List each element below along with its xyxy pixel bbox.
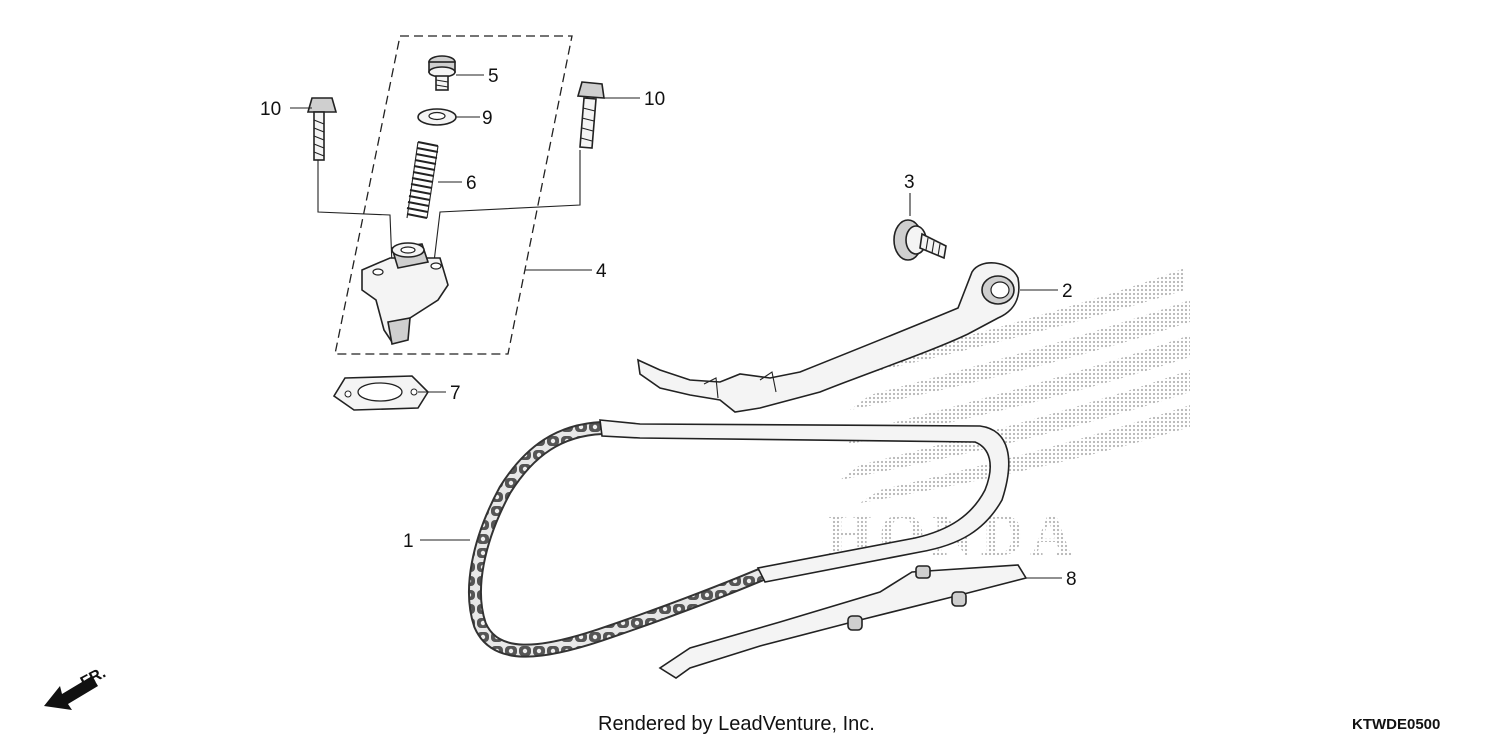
tensioner-assembly-outline xyxy=(334,35,573,355)
chain-guide-part-8 xyxy=(658,564,1028,679)
spring-part-6 xyxy=(406,141,439,219)
bolt-alignment-line-right xyxy=(433,150,581,263)
callout-9[interactable]: 9 xyxy=(482,108,493,129)
render-credit: Rendered by LeadVenture, Inc. xyxy=(598,713,875,735)
callout-10-right[interactable]: 10 xyxy=(644,89,665,110)
chain-tensioner-arm-part-2 xyxy=(637,262,1020,413)
washer-part-9 xyxy=(417,108,457,126)
bolt-right-part-10 xyxy=(576,81,605,149)
callout-1[interactable]: 1 xyxy=(403,531,414,552)
callout-3[interactable]: 3 xyxy=(904,172,915,193)
honda-wing-logo-watermark: HONDA xyxy=(826,268,1190,568)
pivot-bolt-part-3 xyxy=(893,219,947,261)
sealing-bolt-part-5 xyxy=(428,55,456,91)
callout-8[interactable]: 8 xyxy=(1066,569,1077,590)
callout-4[interactable]: 4 xyxy=(596,261,607,282)
front-arrow-icon xyxy=(44,676,98,710)
cam-chain-tensioner-body xyxy=(361,242,449,345)
callout-6[interactable]: 6 xyxy=(466,173,477,194)
callout-5[interactable]: 5 xyxy=(488,66,499,87)
front-direction-indicator: FR. xyxy=(44,664,109,710)
diagram-code: KTWDE0500 xyxy=(1352,716,1441,733)
callout-10-left[interactable]: 10 xyxy=(260,99,281,120)
tensioner-gasket-part-7 xyxy=(332,375,430,411)
callout-7[interactable]: 7 xyxy=(450,383,461,404)
bolt-alignment-line-left xyxy=(317,160,393,266)
callout-2[interactable]: 2 xyxy=(1062,281,1073,302)
bolt-left-part-10 xyxy=(306,97,338,161)
cam-chain-part-1 xyxy=(468,419,1010,658)
